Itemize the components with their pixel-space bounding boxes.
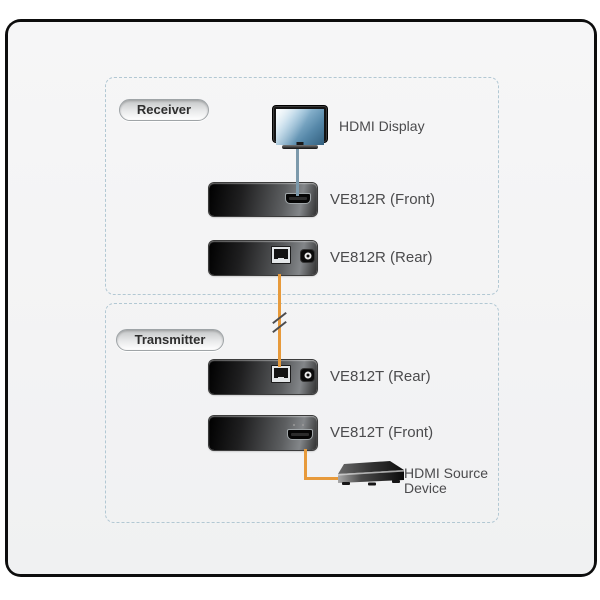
ve812r-rear-box [209,241,317,275]
hdmi-slot [291,433,309,436]
monitor-screen [276,109,324,145]
hdmi-cable-ve812t-to-source-vertical [304,449,307,480]
media-player-svg [338,461,404,486]
monitor-icon [273,106,327,150]
ve812t-rear-label: VE812T (Rear) [330,368,431,385]
ve812r-front-label: VE812R (Front) [330,191,436,208]
ve812t-front-label: VE812T (Front) [330,424,434,441]
screw-dot-icon [302,424,304,426]
transmitter-label: Transmitter [134,332,206,347]
hdmi-cable-display-to-ve812r [296,147,299,196]
power-jack-icon [301,369,314,381]
rj45-tab [278,258,284,262]
monitor-stand-neck [296,142,304,145]
hdmi-source-label-line1: HDMI Source [404,465,489,481]
screw-dot-icon [293,424,295,426]
hdmi-port-icon [287,429,313,440]
transmitter-label-pill: Transmitter [116,329,224,351]
power-jack-hole [306,373,309,377]
ve812r-front-box [209,183,317,216]
rj45-port-icon [271,365,291,383]
hdmi-cable-ve812t-to-source-horizontal [304,477,338,480]
receiver-label: Receiver [136,102,192,117]
receiver-label-pill: Receiver [119,99,209,121]
rj45-inner [274,368,288,378]
hdmi-source-label: HDMI Source Device [404,466,494,496]
hdmi-slot [289,197,307,200]
power-jack-icon [301,250,314,262]
hdmi-source-label-line2: Device [404,480,447,496]
hdmi-display-label: HDMI Display [339,118,425,134]
power-jack-hole [306,254,309,258]
ve812t-rear-box [209,360,317,394]
media-player-icon [330,461,406,493]
ve812r-rear-label: VE812R (Rear) [330,249,433,266]
rj45-port-icon [271,246,291,264]
transmitter-section [105,303,499,523]
link-cable-ve812r-to-ve812t [278,274,281,367]
rj45-inner [274,249,288,259]
rj45-tab [278,377,284,381]
monitor-stand-base [282,145,318,149]
receiver-section [105,77,499,295]
ve812t-front-box [209,416,317,450]
